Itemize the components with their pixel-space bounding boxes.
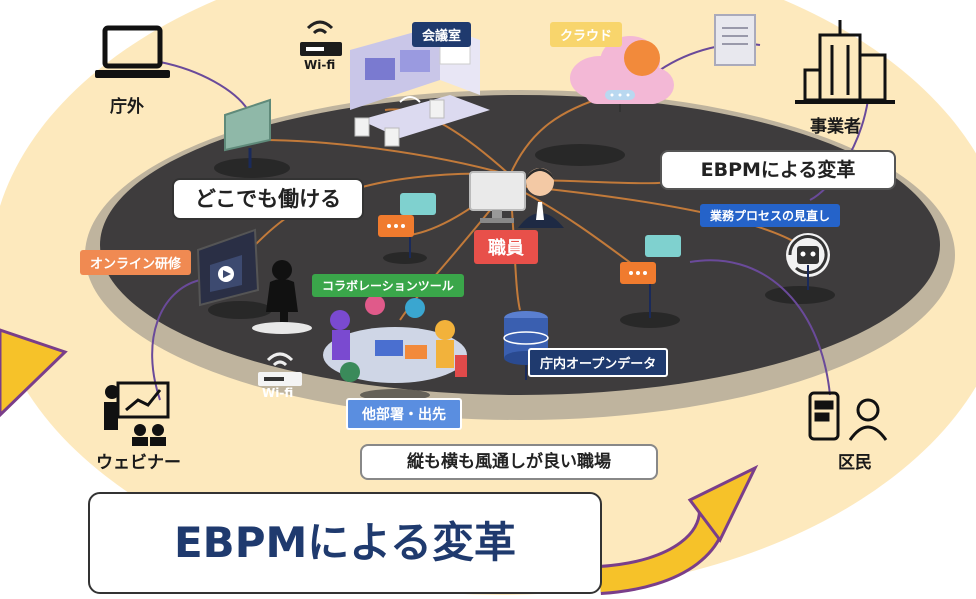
yellow-arrow-right bbox=[598, 464, 759, 595]
wifi-router-bottom-icon bbox=[258, 352, 302, 386]
tag-other-departments: 他部署・出先 bbox=[346, 398, 462, 430]
tag-collaboration-tool: コラボレーションツール bbox=[312, 274, 464, 297]
trainee-silhouette-icon bbox=[252, 260, 312, 334]
wifi-router-top-icon bbox=[300, 20, 342, 56]
pedestal-shadows bbox=[208, 144, 835, 328]
label-wifi-top: Wi-fi bbox=[304, 58, 336, 72]
webinar-presenter-icon bbox=[104, 381, 170, 446]
box-work-anywhere: どこでも働ける bbox=[172, 178, 364, 220]
box-open-workplace: 縦も横も風通しが良い職場 bbox=[360, 444, 658, 480]
label-kumin: 区民 bbox=[838, 453, 872, 473]
robot-process-icon bbox=[786, 233, 830, 290]
tag-open-data: 庁内オープンデータ bbox=[528, 348, 669, 377]
box-ebpm-small: EBPMによる変革 bbox=[660, 150, 896, 190]
label-jigyousha: 事業者 bbox=[810, 117, 861, 137]
document-icon bbox=[714, 14, 756, 66]
tag-kaigishitsu: 会議室 bbox=[412, 22, 472, 47]
wall-panel-icon bbox=[224, 98, 271, 168]
online-training-screen-icon bbox=[196, 228, 260, 307]
tag-staff: 職員 bbox=[474, 230, 538, 264]
building-icon bbox=[795, 20, 895, 104]
box-ebpm-large: EBPMによる変革 bbox=[88, 492, 602, 594]
tag-cloud: クラウド bbox=[550, 22, 623, 47]
tag-process-review: 業務プロセスの見直し bbox=[700, 204, 841, 227]
tag-online-training: オンライン研修 bbox=[80, 250, 192, 275]
chat-bubble-left bbox=[378, 193, 436, 258]
citizen-person-icon bbox=[848, 398, 888, 441]
laptop-icon bbox=[95, 25, 170, 78]
label-chougai: 庁外 bbox=[110, 97, 144, 117]
smartphone-chat-icon bbox=[808, 391, 840, 441]
staff-workstation-icon bbox=[469, 168, 564, 228]
chat-bubble-right bbox=[620, 235, 681, 318]
cloud-icon bbox=[570, 36, 674, 112]
label-wifi-bottom: Wi-fi bbox=[262, 386, 294, 400]
label-webinar: ウェビナー bbox=[96, 453, 181, 473]
yellow-arrow-left bbox=[0, 328, 68, 418]
